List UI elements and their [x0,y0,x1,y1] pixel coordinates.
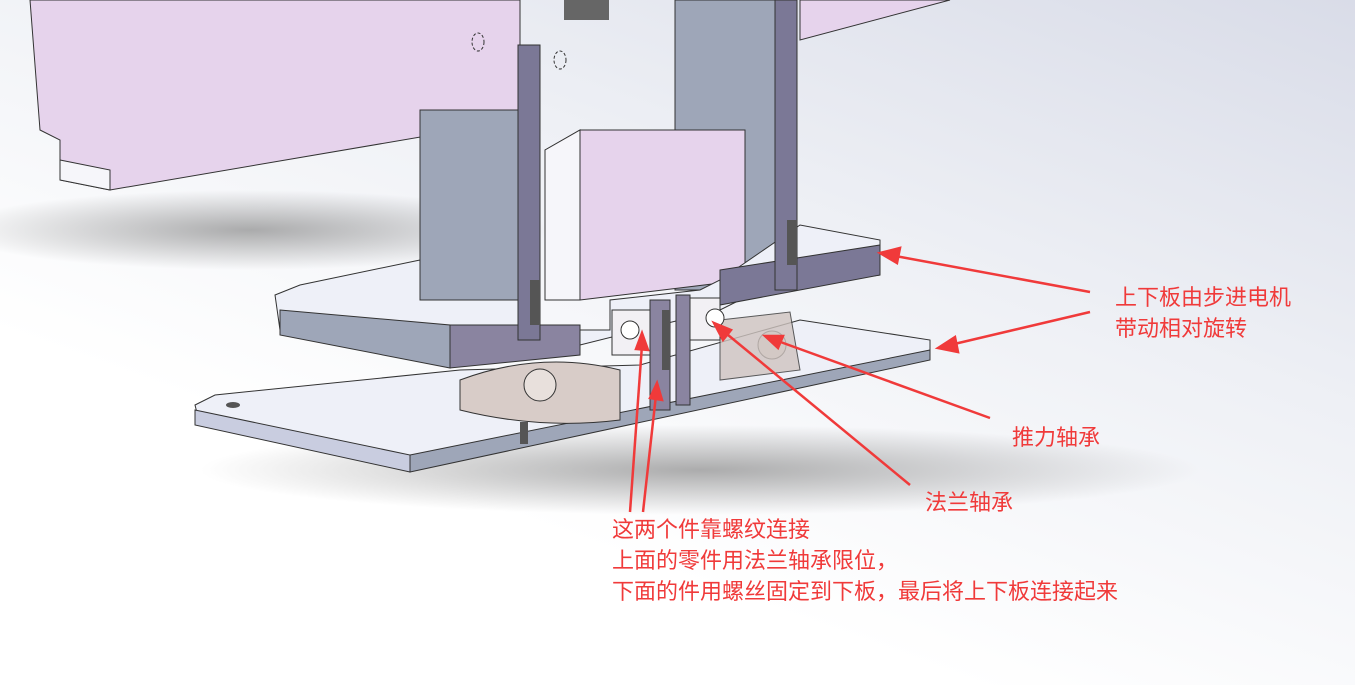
motor-body [419,109,531,306]
screw [787,220,797,265]
threaded-shaft [649,294,691,411]
annotation-line: 带动相对旋转 [1115,317,1248,342]
plates-annotation: 上下板由步进电机 带动相对旋转 [1115,283,1291,345]
screw [564,0,609,20]
thread-annotation: 这两个件靠螺纹连接 上面的零件用法兰轴承限位， 下面的件用螺丝固定到下板，最后将… [612,515,1118,608]
annotation-arrows [628,246,1091,513]
side-plate [774,0,798,291]
side-plate [517,44,541,341]
screw [520,422,528,444]
annotation-line: 上面的零件用法兰轴承限位， [612,549,899,574]
thrust-bearing-annotation: 推力轴承 [1012,426,1101,451]
upper-plate [274,224,881,369]
upper-housing [29,0,951,191]
flange-bearing-annotation: 法兰轴承 [925,491,1014,516]
screw [530,280,540,325]
annotation-line: 上下板由步进电机 [1115,286,1292,311]
annotation-line: 下面的件用螺丝固定到下板，最后将上下板连接起来 [612,580,1119,605]
annotation-line: 这两个件靠螺纹连接 [612,518,811,543]
thrust-bearing [459,311,801,424]
shadow [0,190,550,270]
